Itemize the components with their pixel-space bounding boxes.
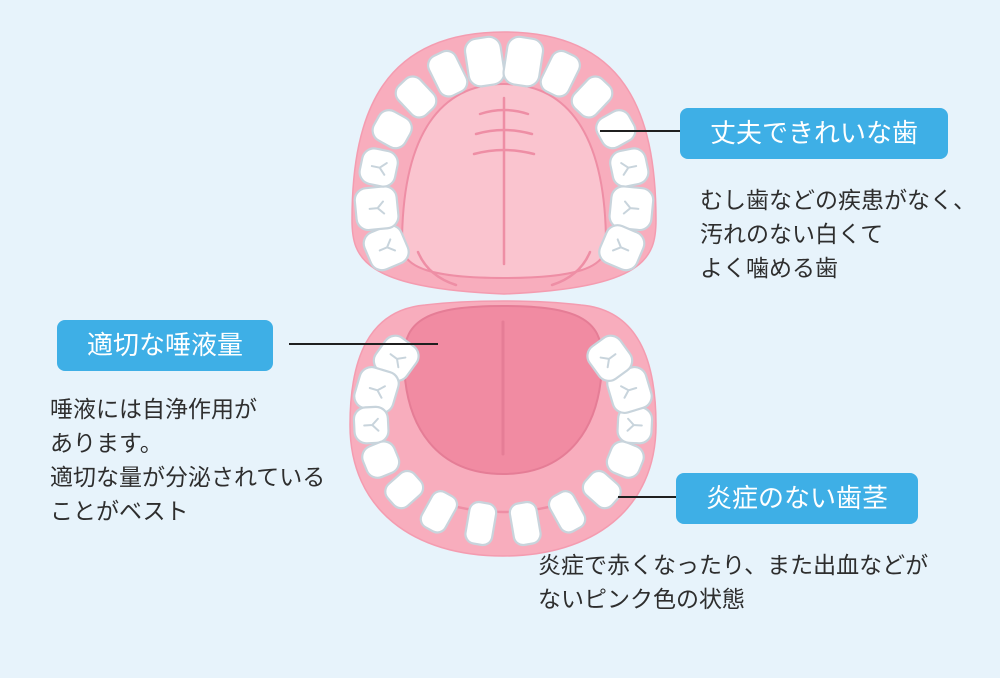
tooth — [570, 75, 614, 119]
tooth — [606, 365, 653, 415]
tooth — [361, 440, 401, 479]
tooth — [595, 109, 637, 150]
tooth — [463, 35, 506, 88]
lower-teeth-row — [352, 334, 654, 547]
upper-jaw — [351, 31, 657, 295]
gums-label: 炎症のない歯茎 — [676, 473, 919, 524]
tooth — [358, 147, 399, 188]
tooth — [508, 500, 542, 547]
upper-teeth-row — [353, 35, 655, 272]
tooth — [608, 185, 655, 232]
tooth — [605, 440, 645, 479]
tooth — [426, 49, 469, 98]
gums-description: 炎症で赤くなったり、また出血などが ないピンク色の状態 — [538, 552, 929, 612]
tooth — [586, 334, 634, 382]
tooth — [547, 490, 587, 534]
teeth-label: 丈夫できれいな歯 — [680, 108, 949, 159]
lower-jaw — [349, 300, 657, 557]
tooth — [394, 75, 438, 119]
tooth — [419, 490, 459, 534]
tooth — [581, 469, 622, 510]
tooth — [539, 49, 582, 98]
tooth — [371, 109, 413, 150]
tooth — [598, 224, 646, 272]
tooth — [353, 185, 400, 232]
palate-ridges — [472, 108, 536, 156]
tooth — [384, 469, 425, 510]
tooth — [609, 147, 650, 188]
tooth — [352, 405, 390, 445]
saliva-label: 適切な唾液量 — [57, 320, 274, 371]
tooth — [464, 500, 498, 547]
upper-gum-folds — [416, 250, 592, 287]
saliva-description: 唾液には自浄作用が あります。 適切な量が分泌されている ことがベスト — [50, 396, 326, 524]
tooth — [502, 35, 545, 88]
teeth-description: むし歯などの疾患がなく、 汚れのない白くて よく噛める歯 — [700, 187, 976, 281]
